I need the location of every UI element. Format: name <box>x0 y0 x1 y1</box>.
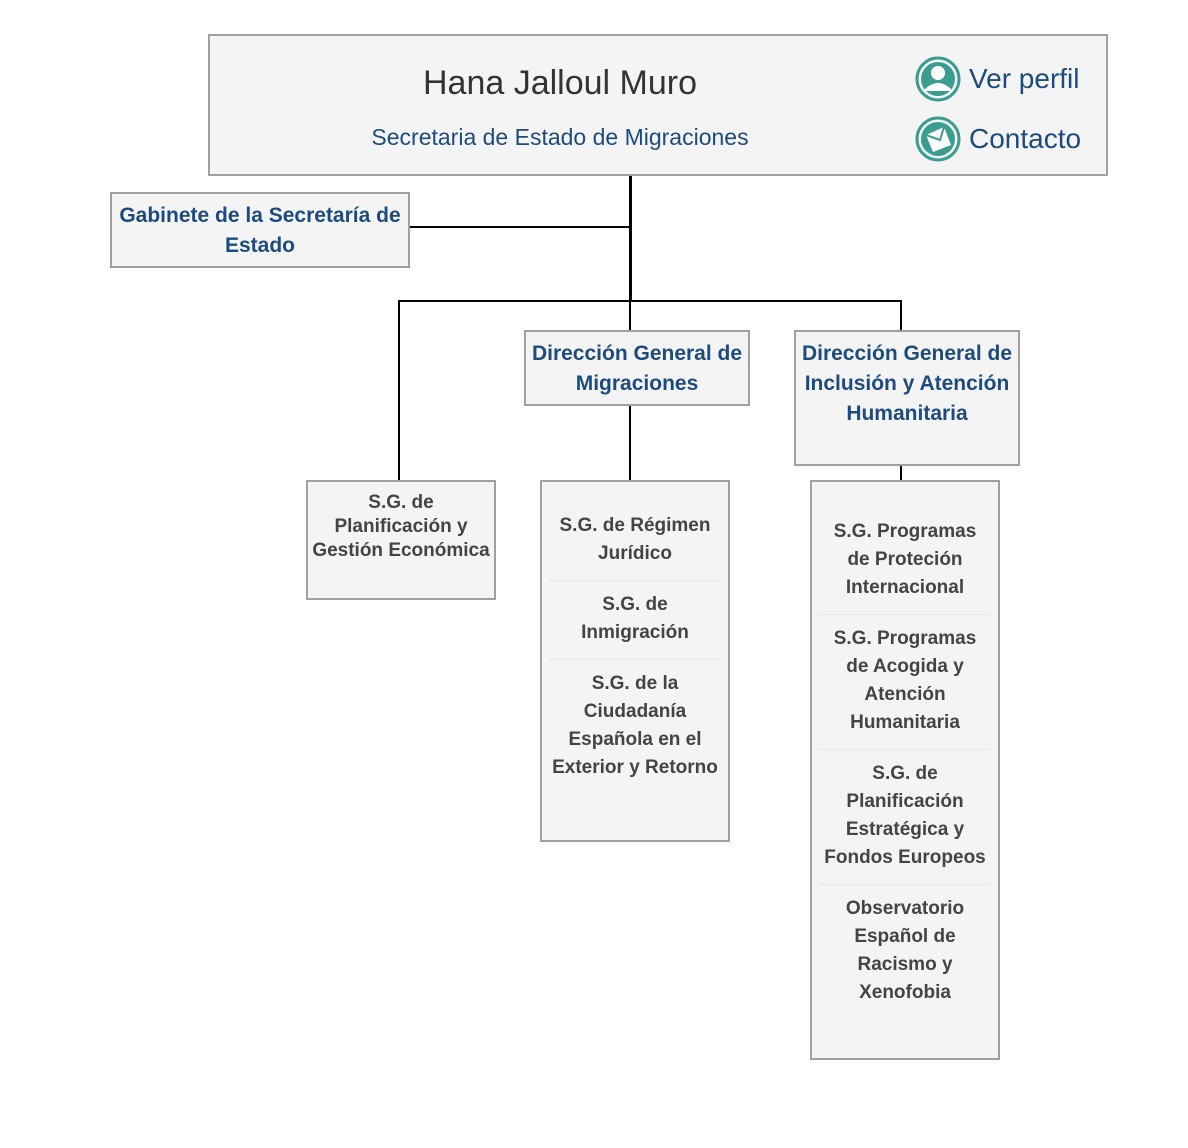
list-item[interactable]: S.G. Programas de Acogida y Atención Hum… <box>820 615 990 750</box>
contact-label: Contacto <box>969 123 1082 154</box>
envelope-icon <box>915 116 961 162</box>
contact-link[interactable]: Contacto <box>914 115 1081 163</box>
unit-dg-migraciones-label: Dirección General de Migraciones <box>531 342 743 395</box>
list-item[interactable]: S.G. de Régimen Jurídico <box>550 496 720 581</box>
user-profile-icon <box>915 56 961 102</box>
list-item[interactable]: S.G. Programas de Proteción Internaciona… <box>820 502 990 615</box>
unit-dg-inclusion[interactable]: Dirección General de Inclusión y Atenció… <box>794 330 1020 466</box>
list-item[interactable]: S.G. de la Ciudadanía Española en el Ext… <box>552 673 718 778</box>
unit-gabinete[interactable]: Gabinete de la Secretaría de Estado <box>110 192 410 268</box>
connector-head-trunk <box>629 176 632 302</box>
unit-gabinete-label: Gabinete de la Secretaría de Estado <box>119 204 401 257</box>
connector-horizontal-bar <box>398 300 902 302</box>
dg-inclusion-subunits: S.G. Programas de Proteción Internaciona… <box>810 480 1000 1060</box>
connector-cabinet <box>410 226 630 228</box>
connector-to-sg-planificacion <box>398 300 400 480</box>
person-name: Hana Jalloul Muro <box>422 64 698 102</box>
list-item[interactable]: S.G. de Inmigración <box>550 581 720 660</box>
unit-sg-planificacion-gestion-label: S.G. de Planificación y Gestión Económic… <box>312 492 490 561</box>
list-item[interactable]: Observatorio Español de Racismo y Xenofo… <box>845 898 965 1003</box>
list-item[interactable]: S.G. de Planificación Estratégica y Fond… <box>820 750 990 885</box>
unit-dg-inclusion-label: Dirección General de Inclusión y Atenció… <box>801 342 1013 425</box>
connector-to-dg-migraciones <box>629 300 631 330</box>
connector-to-dg-inclusion <box>900 300 902 330</box>
head-card: Hana Jalloul Muro Secretaria de Estado d… <box>208 34 1108 176</box>
view-profile-link[interactable]: Ver perfil <box>914 55 1080 103</box>
dg-migraciones-subunits: S.G. de Régimen Jurídico S.G. de Inmigra… <box>540 480 730 842</box>
view-profile-label: Ver perfil <box>969 63 1080 94</box>
connector-dgm-children <box>629 406 631 480</box>
unit-dg-migraciones[interactable]: Dirección General de Migraciones <box>524 330 750 406</box>
connector-dgi-children <box>900 466 902 480</box>
org-title[interactable]: Secretaria de Estado de Migraciones <box>371 124 749 150</box>
unit-sg-planificacion-gestion[interactable]: S.G. de Planificación y Gestión Económic… <box>306 480 496 600</box>
